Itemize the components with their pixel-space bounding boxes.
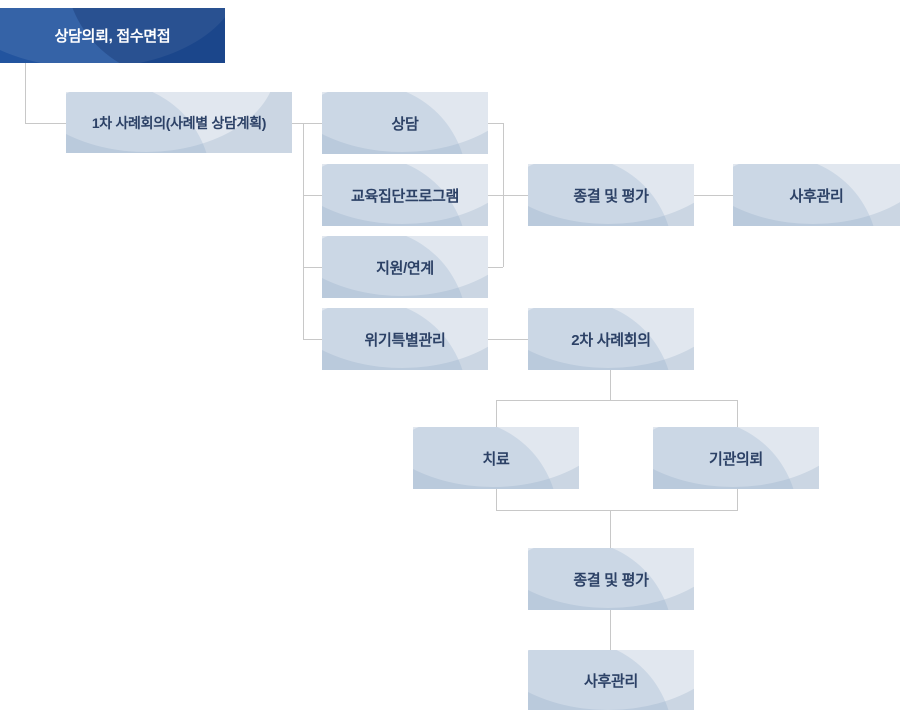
node-closure-eval-top: 종결 및 평가 <box>528 164 694 226</box>
connector-line <box>303 123 304 339</box>
connector-line <box>303 339 322 340</box>
connector-line <box>303 195 322 196</box>
node-case-meeting-1: 1차 사례회의(사례별 상담계획) <box>66 92 292 153</box>
node-support-link-label: 지원/연계 <box>376 259 434 277</box>
node-closure-eval-bottom-label: 종결 및 평가 <box>573 571 649 589</box>
connector-line <box>496 400 738 401</box>
node-support-link: 지원/연계 <box>322 236 488 298</box>
connector-line <box>610 370 611 400</box>
node-intake-label: 상담의뢰, 접수면접 <box>54 28 171 45</box>
node-closure-eval-bottom: 종결 및 평가 <box>528 548 694 610</box>
connector-line <box>292 123 322 124</box>
node-agency-referral-label: 기관의뢰 <box>708 450 763 468</box>
node-closure-eval-top-label: 종결 및 평가 <box>573 187 649 205</box>
node-therapy: 치료 <box>413 427 579 489</box>
node-agency-referral: 기관의뢰 <box>653 427 819 489</box>
connector-line <box>488 123 503 124</box>
node-education-program: 교육집단프로그램 <box>322 164 488 226</box>
node-crisis-management: 위기특별관리 <box>322 308 488 370</box>
node-intake: 상담의뢰, 접수면접 <box>0 8 225 63</box>
connector-line <box>488 195 528 196</box>
node-counseling: 상담 <box>322 92 488 154</box>
connector-line <box>488 339 528 340</box>
node-case-meeting-2-label: 2차 사례회의 <box>571 331 651 349</box>
node-education-program-label: 교육집단프로그램 <box>350 187 459 205</box>
node-aftercare-bottom-label: 사후관리 <box>583 672 638 690</box>
connector-line <box>488 267 503 268</box>
connector-line <box>25 63 26 124</box>
node-therapy-label: 치료 <box>482 450 510 468</box>
connector-line <box>694 195 733 196</box>
node-crisis-management-label: 위기특별관리 <box>364 331 446 349</box>
connector-line <box>496 510 738 511</box>
node-aftercare-bottom: 사후관리 <box>528 650 694 710</box>
connector-line <box>303 267 322 268</box>
node-aftercare-top: 사후관리 <box>733 164 900 226</box>
node-case-meeting-2: 2차 사례회의 <box>528 308 694 370</box>
connector-line <box>25 123 66 124</box>
connector-line <box>610 510 611 548</box>
node-aftercare-top-label: 사후관리 <box>789 187 844 205</box>
node-counseling-label: 상담 <box>391 115 419 133</box>
connector-line <box>610 610 611 650</box>
node-case-meeting-1-label: 1차 사례회의(사례별 상담계획) <box>91 114 267 131</box>
